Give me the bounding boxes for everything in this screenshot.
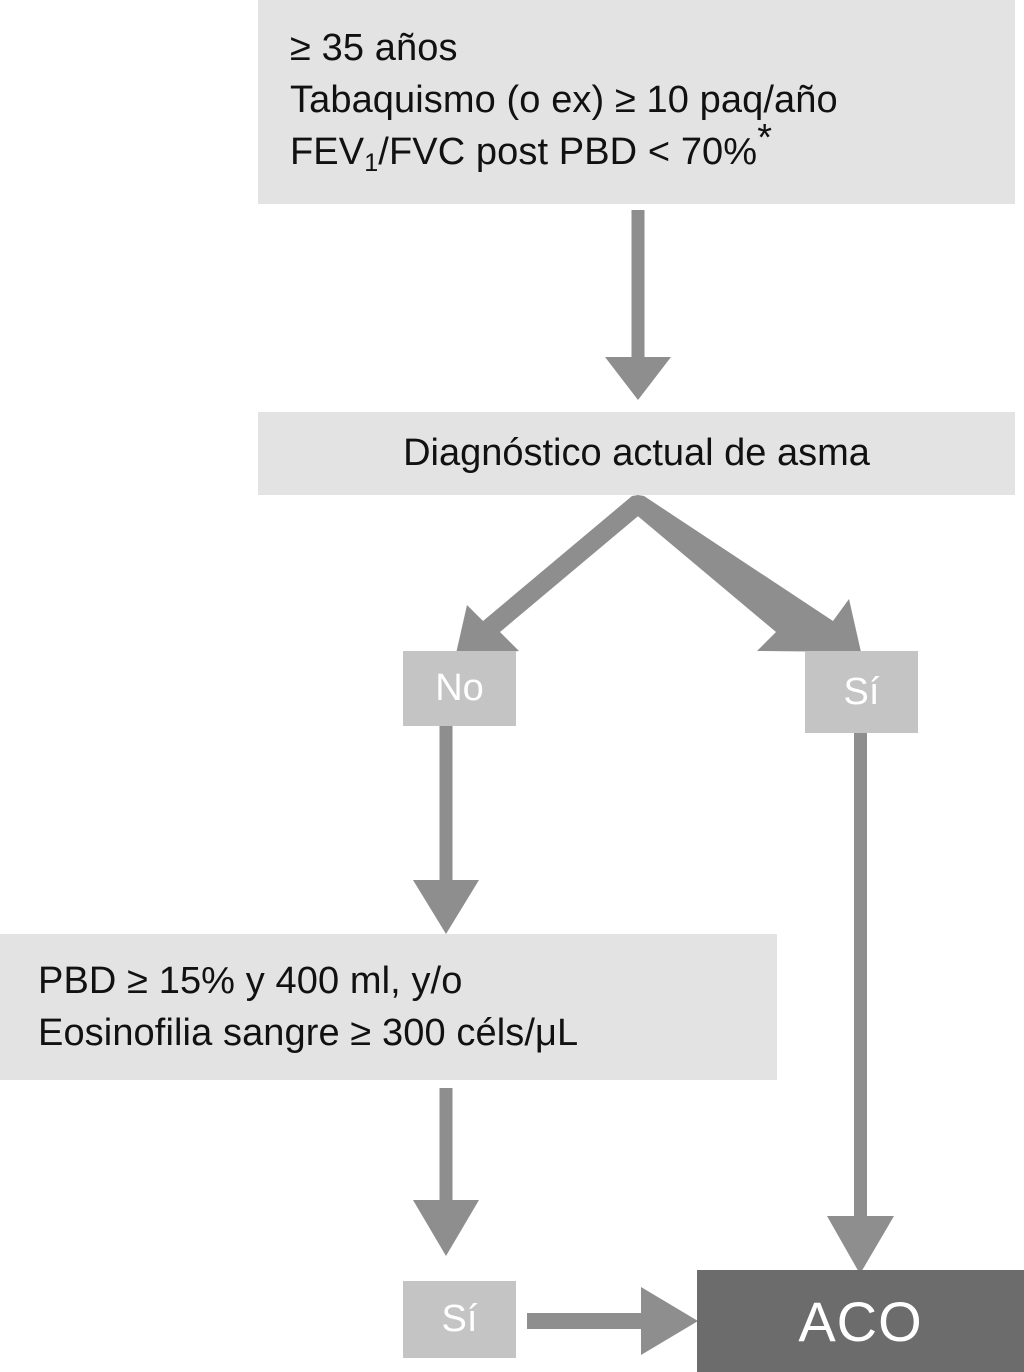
arrow-pbd-to-si: [413, 1088, 479, 1256]
pbd-answer-box-si: Sí: [403, 1281, 516, 1358]
criteria-line-spirometry: FEV1/FVC post PBD < 70%*: [290, 117, 1015, 182]
decision-box-label: Diagnóstico actual de asma: [403, 432, 870, 474]
arrow-no-to-pbd: [413, 726, 479, 934]
outcome-box-aco-label: ACO: [798, 1289, 923, 1353]
arrow-branchsi-to-aco: [827, 733, 894, 1274]
pbd-criteria-box: PBD ≥ 15% y 400 ml, y/o Eosinofilia sang…: [0, 934, 777, 1080]
arrow-decision-to-si: [627, 495, 861, 652]
branch-box-si: Sí: [805, 651, 918, 733]
pbd-answer-box-si-label: Sí: [441, 1298, 478, 1340]
branch-box-si-label: Sí: [843, 670, 880, 713]
branch-box-no: No: [403, 651, 516, 726]
arrow-si-to-aco: [527, 1287, 698, 1355]
pbd-line-eosinophilia: Eosinofilia sangre ≥ 300 céls/μL: [38, 1012, 579, 1054]
arrow-criteria-to-decision: [605, 210, 671, 400]
pbd-line-bronchodilator: PBD ≥ 15% y 400 ml, y/o: [38, 960, 463, 1002]
criteria-fev-subscript: 1: [364, 149, 379, 178]
arrow-decision-to-no: [455, 495, 649, 658]
criteria-footnote-asterisk: *: [757, 116, 773, 159]
criteria-line-smoking: Tabaquismo (o ex) ≥ 10 paq/año: [290, 79, 838, 121]
criteria-fev-label: FEV: [290, 131, 365, 173]
criteria-fvc-label: /FVC post PBD < 70%: [378, 131, 758, 173]
criteria-line-age: ≥ 35 años: [290, 27, 458, 69]
branch-box-no-label: No: [435, 667, 484, 709]
decision-box-asthma: Diagnóstico actual de asma: [258, 412, 1015, 495]
criteria-box: ≥ 35 años Tabaquismo (o ex) ≥ 10 paq/año…: [258, 0, 1015, 204]
outcome-box-aco: ACO: [697, 1270, 1024, 1372]
